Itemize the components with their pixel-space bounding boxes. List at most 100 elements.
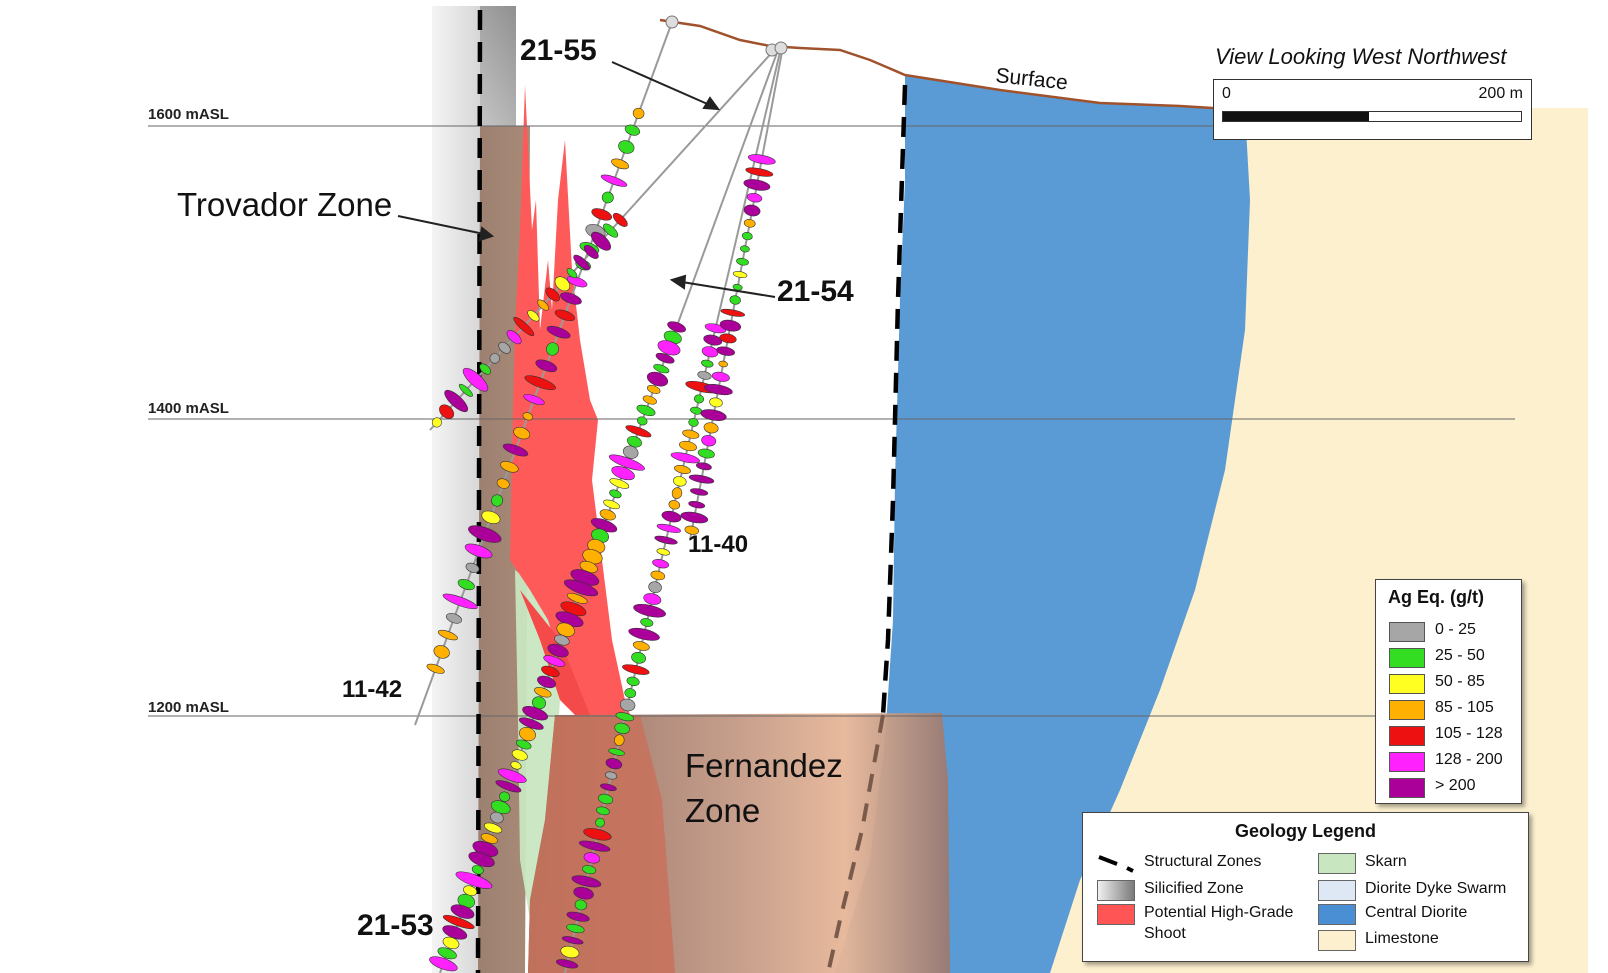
assay-intercept-disc xyxy=(704,384,733,396)
scale-bar-graphic xyxy=(1222,111,1522,122)
assay-intercept-disc xyxy=(654,535,678,545)
assay-intercept-disc xyxy=(499,791,511,802)
geo-legend-label: Skarn xyxy=(1365,853,1407,870)
assay-intercept-disc xyxy=(545,287,561,302)
assay-intercept-disc xyxy=(496,478,510,489)
assay-intercept-disc xyxy=(732,270,748,279)
assay-intercept-disc xyxy=(646,371,669,387)
assay-intercept-disc xyxy=(622,445,639,459)
ag-legend-label: 0 - 25 xyxy=(1435,621,1476,638)
assay-intercept-disc xyxy=(583,828,612,841)
assay-intercept-disc xyxy=(614,734,625,746)
assay-intercept-disc xyxy=(600,783,617,792)
assay-intercept-disc xyxy=(426,663,445,674)
ag-swatch xyxy=(1389,700,1425,720)
assay-intercept-disc xyxy=(554,309,575,322)
assay-intercept-disc xyxy=(437,629,458,641)
assay-intercept-disc xyxy=(604,771,618,780)
assay-intercept-disc xyxy=(736,257,749,266)
geology-legend: Geology Legend Structural Zones Silicifi… xyxy=(1082,812,1529,962)
assay-intercept-disc xyxy=(541,665,560,678)
geo-swatch xyxy=(1318,880,1356,901)
assay-intercept-disc xyxy=(591,208,613,221)
assay-intercept-disc xyxy=(554,276,571,292)
assay-intercept-disc xyxy=(468,851,495,868)
geo-swatch xyxy=(1318,930,1356,951)
drill-label-11-42: 11-42 xyxy=(342,676,402,703)
assay-intercept-disc xyxy=(535,359,558,373)
drill-label-21-55: 21-55 xyxy=(520,34,597,67)
assay-intercept-disc xyxy=(608,748,625,756)
arrowhead-21-54 xyxy=(669,274,687,290)
geo-swatch xyxy=(1318,904,1356,925)
assay-intercept-disc xyxy=(684,525,700,535)
assay-intercept-disc xyxy=(656,548,671,556)
assay-intercept-disc xyxy=(701,346,719,358)
arrowhead-trovador xyxy=(478,226,495,242)
assay-intercept-disc xyxy=(652,559,670,569)
assay-intercept-disc xyxy=(697,448,715,459)
assay-intercept-disc xyxy=(566,268,578,279)
assay-intercept-disc xyxy=(670,452,700,464)
assay-intercept-disc xyxy=(442,593,478,610)
elevation-label-1400: 1400 mASL xyxy=(148,400,229,417)
assay-intercept-disc xyxy=(571,875,602,888)
assay-intercept-disc xyxy=(740,245,750,253)
assay-intercept-disc xyxy=(693,394,705,404)
geo-legend-label: Potential High-Grade xyxy=(1144,904,1294,921)
assay-intercept-disc xyxy=(534,687,552,698)
assay-intercept-disc xyxy=(537,299,549,311)
assay-intercept-disc xyxy=(595,817,605,828)
assay-intercept-disc xyxy=(598,793,614,805)
assay-intercept-disc xyxy=(497,768,527,784)
assay-intercept-disc xyxy=(566,923,585,934)
assay-intercept-disc xyxy=(632,107,645,119)
geo-legend-label: Limestone xyxy=(1365,930,1439,947)
assay-intercept-disc xyxy=(522,412,534,421)
assay-intercept-disc xyxy=(609,478,630,489)
ag-legend-label: 128 - 200 xyxy=(1435,751,1503,768)
assay-intercept-disc xyxy=(608,454,645,471)
assay-intercept-disc xyxy=(622,664,650,675)
assay-intercept-disc xyxy=(671,487,683,499)
assay-intercept-disc xyxy=(543,655,566,667)
assay-intercept-disc xyxy=(468,525,502,543)
assay-intercept-disc xyxy=(700,409,727,421)
ag-legend-label: 105 - 128 xyxy=(1435,725,1503,742)
structural-zone-east-lower xyxy=(826,714,885,973)
assay-intercept-disc xyxy=(481,510,501,524)
assay-intercept-disc xyxy=(489,353,500,364)
ag-eq-legend: Ag Eq. (g/t) 0 - 25 25 - 50 50 - 85 85 -… xyxy=(1375,579,1522,804)
assay-intercept-disc xyxy=(491,494,504,507)
assay-intercept-disc xyxy=(495,780,522,793)
assay-intercept-disc xyxy=(697,371,712,380)
assay-intercept-disc xyxy=(657,340,681,356)
assay-intercept-disc xyxy=(523,394,545,405)
assay-intercept-disc xyxy=(711,371,730,382)
assay-intercept-disc xyxy=(603,499,620,510)
assay-intercept-disc xyxy=(566,593,588,604)
assay-intercept-disc xyxy=(743,179,771,191)
assay-intercept-disc xyxy=(560,945,580,959)
drill-collars xyxy=(665,15,788,57)
assay-intercept-disc xyxy=(624,124,641,136)
assay-intercept-disc xyxy=(519,727,536,742)
assay-intercept-disc xyxy=(590,231,612,251)
assay-intercept-disc xyxy=(563,579,599,597)
assay-intercept-disc xyxy=(640,618,654,627)
geo-swatch xyxy=(1097,904,1135,925)
assay-intercept-disc xyxy=(599,509,616,521)
silicified-zone-top xyxy=(480,6,516,126)
geo-legend-label: Central Diorite xyxy=(1365,904,1468,921)
ag-swatch xyxy=(1389,622,1425,642)
scale-end-label: 200 m xyxy=(1478,85,1523,102)
assay-intercept-disc xyxy=(546,325,571,339)
assay-intercept-disc xyxy=(455,871,493,889)
assay-intercept-disc xyxy=(573,886,594,900)
assay-intercept-disc xyxy=(490,811,504,824)
collar-11-42 xyxy=(665,15,679,29)
assay-intercept-disc xyxy=(462,367,489,392)
elevation-label-1200: 1200 mASL xyxy=(148,699,229,716)
assay-intercept-disc xyxy=(439,404,455,419)
assay-intercept-disc xyxy=(513,426,531,440)
